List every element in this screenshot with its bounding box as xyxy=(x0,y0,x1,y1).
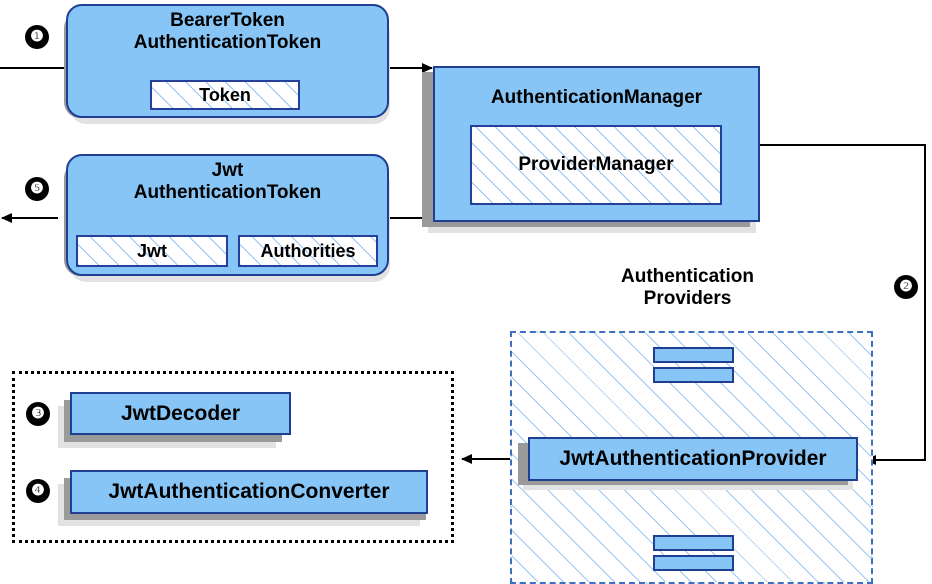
provider-stub-bar-bottom-2 xyxy=(653,555,734,571)
jwt-token-title: Jwt AuthenticationToken xyxy=(133,160,322,203)
step-badge-1: ❶ xyxy=(25,25,49,49)
step-badge-4: ❹ xyxy=(26,479,50,503)
provider-stub-bar-top-1 xyxy=(653,347,734,363)
authentication-manager-title: AuthenticationManager xyxy=(490,87,703,108)
provider-stub-bar-top-2 xyxy=(653,367,734,383)
node-jwt-authentication-converter[interactable]: JwtAuthenticationConverter xyxy=(70,470,428,514)
authentication-providers-title: Authentication Providers xyxy=(621,266,754,309)
bearer-token-inner-token[interactable]: Token xyxy=(150,80,300,110)
provider-stub-bar-bottom-1 xyxy=(653,535,734,551)
jwt-support-region xyxy=(12,371,454,543)
jwt-token-inner-authorities[interactable]: Authorities xyxy=(238,235,378,267)
node-jwt-authentication-provider[interactable]: JwtAuthenticationProvider xyxy=(528,437,858,481)
step-badge-5: ❺ xyxy=(25,177,49,201)
step-badge-2: ❷ xyxy=(894,275,918,299)
bearer-token-title: BearerToken AuthenticationToken xyxy=(133,10,322,53)
node-jwt-decoder[interactable]: JwtDecoder xyxy=(70,392,291,435)
authentication-manager-inner-provider-manager[interactable]: ProviderManager xyxy=(470,125,722,205)
jwt-token-inner-jwt[interactable]: Jwt xyxy=(76,235,228,267)
step-badge-3: ❸ xyxy=(26,402,50,426)
